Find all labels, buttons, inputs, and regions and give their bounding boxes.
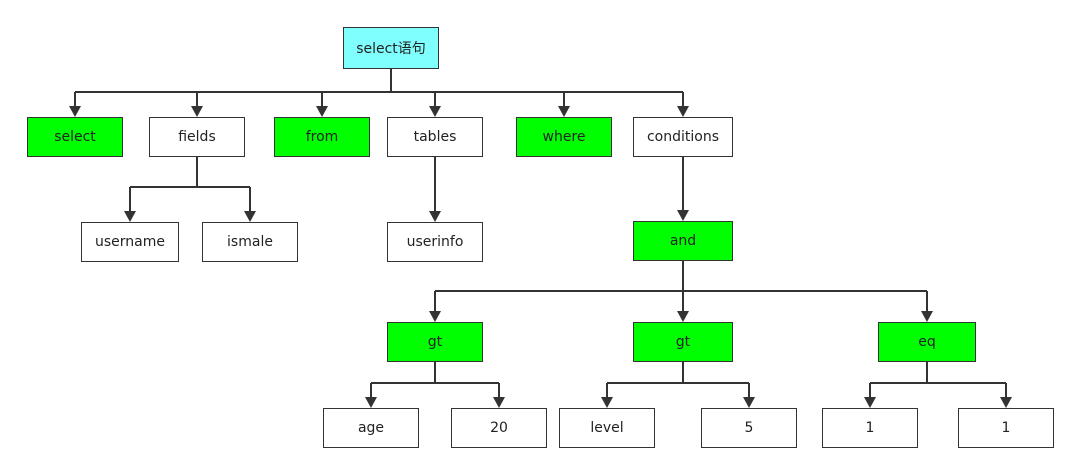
arrow-head [69,106,81,117]
arrow-head [429,211,441,222]
node-tables: tables [387,117,483,157]
arrow-head [677,311,689,322]
node-select-statement: select语句 [343,27,439,69]
node-1-left: 1 [822,408,918,448]
arrow-head [921,311,933,322]
node-username: username [81,222,179,262]
arrow-head [558,106,570,117]
node-gt-level: gt [633,322,733,362]
node-from-keyword: from [274,117,370,157]
node-fields: fields [149,117,245,157]
arrow-head [429,106,441,117]
node-level: level [559,408,655,448]
node-20: 20 [451,408,547,448]
arrow-head [1000,397,1012,408]
node-userinfo: userinfo [387,222,483,262]
node-and: and [633,221,733,261]
arrow-head [677,106,689,117]
arrow-head [316,106,328,117]
node-select-keyword: select [27,117,123,157]
node-where-keyword: where [516,117,612,157]
arrow-head [864,397,876,408]
arrow-head [124,211,136,222]
arrow-head [493,397,505,408]
node-age: age [323,408,419,448]
arrow-head [191,106,203,117]
node-5: 5 [701,408,797,448]
node-1-right: 1 [958,408,1054,448]
arrow-head [429,311,441,322]
arrow-head [244,211,256,222]
arrow-head [601,397,613,408]
arrow-head [365,397,377,408]
arrow-head [677,210,689,221]
node-conditions: conditions [633,117,733,157]
node-eq: eq [878,322,976,362]
node-gt-age: gt [387,322,483,362]
arrow-head [743,397,755,408]
node-ismale: ismale [202,222,298,262]
